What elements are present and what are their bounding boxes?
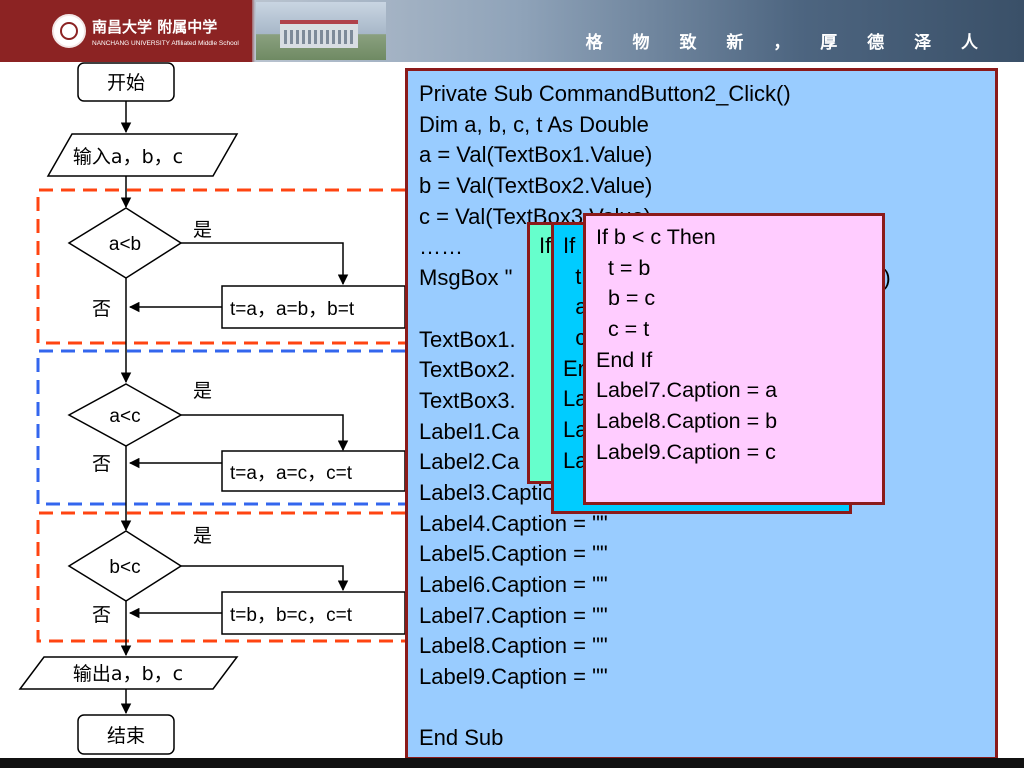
action-3-box (221, 591, 405, 635)
decision-3-cond: b<c (109, 557, 140, 578)
code-line: TextBox2. (419, 357, 516, 383)
school-motto: 格 物 致 新 ， 厚 德 泽 人 (585, 33, 990, 53)
input-label: 输入a，b，c (73, 146, 183, 168)
code-line: TextBox1. (419, 326, 516, 352)
code-line: t = b (596, 255, 651, 280)
footer-bar (0, 758, 1024, 768)
code-line: …… (419, 234, 463, 260)
code-line: Label7.Caption = a (596, 378, 778, 403)
campus-photo (256, 2, 386, 60)
decision-1-no: 否 (92, 298, 111, 320)
code-line: t (563, 263, 582, 289)
school-name: 南昌大学 附属中学 (92, 18, 218, 36)
code-line: b = c (596, 286, 656, 311)
school-subtitle: NANCHANG UNIVERSITY Affiliated Middle Sc… (92, 40, 239, 47)
code-line: Label1.Ca (419, 418, 520, 444)
code-line: If (563, 233, 576, 258)
decision-3-yes: 是 (193, 525, 212, 547)
decision-2-cond: a<c (109, 406, 140, 427)
dashed-box-2 (36, 349, 405, 506)
decision-2-no: 否 (92, 453, 111, 475)
action-1-box (221, 285, 405, 329)
flowchart: 开始 输入a，b，c a<b 是 t=a，a=b，b=t 否 a<c 是 t=a… (18, 62, 405, 755)
code-line: a = Val(TextBox1.Value) (419, 142, 653, 168)
slide-header: 南昌大学 附属中学 NANCHANG UNIVERSITY Affiliated… (0, 0, 1024, 62)
decision-2-yes: 是 (193, 380, 212, 402)
main-code-panel: Private Sub CommandButton2_Click() Dim a,… (405, 68, 998, 760)
output-label: 输出a，b，c (73, 663, 183, 685)
input-node (46, 133, 239, 177)
pink-code-panel: If b < c Then t = b b = c c = t End If Lab… (583, 213, 885, 505)
code-line: Label8.Caption = b (596, 409, 778, 434)
dashed-box-3 (36, 511, 405, 643)
code-line: c = t (596, 317, 650, 342)
code-line: Label9.Caption = "" (419, 664, 608, 690)
action-3-label: t=b，b=c，c=t (230, 605, 353, 626)
action-1-label: t=a，a=b，b=t (230, 299, 355, 320)
code-line: End Sub (419, 725, 504, 751)
building-image (280, 20, 358, 48)
school-seal-icon (52, 14, 86, 48)
code-line: End If (596, 347, 653, 372)
decision-1-cond: a<b (109, 234, 141, 255)
code-line: Label4.Caption = "" (419, 510, 608, 536)
code-line: TextBox3. (419, 387, 516, 413)
code-line: Dim a, b, c, t As Double (419, 111, 649, 137)
code-line: Label8.Caption = "" (419, 633, 608, 659)
code-line: Private Sub CommandButton2_Click() (419, 81, 791, 106)
code-line: Label2.Ca (419, 449, 520, 475)
end-label: 结束 (107, 725, 145, 747)
code-line: If (539, 233, 552, 258)
code-line: Label5.Caption = "" (419, 541, 608, 567)
code-line: b = Val(TextBox2.Value) (419, 173, 653, 199)
code-line: Label6.Caption = "" (419, 572, 608, 597)
code-line: Label3.Caption (419, 479, 568, 505)
decision-3-no: 否 (92, 604, 111, 626)
code-line: Label9.Caption = c (596, 439, 776, 464)
code-line (419, 693, 995, 724)
code-line: Label7.Caption = "" (419, 602, 608, 628)
action-2-label: t=a，a=c，c=t (230, 463, 353, 484)
dashed-box-1 (36, 188, 405, 345)
decision-1-yes: 是 (193, 219, 212, 241)
code-line: If b < c Then (596, 225, 716, 249)
output-node (18, 656, 239, 690)
code-line: c (563, 325, 587, 351)
start-label: 开始 (107, 72, 145, 94)
action-2-box (221, 450, 405, 492)
end-node (77, 714, 175, 755)
school-logo-block: 南昌大学 附属中学 NANCHANG UNIVERSITY Affiliated… (0, 0, 252, 62)
